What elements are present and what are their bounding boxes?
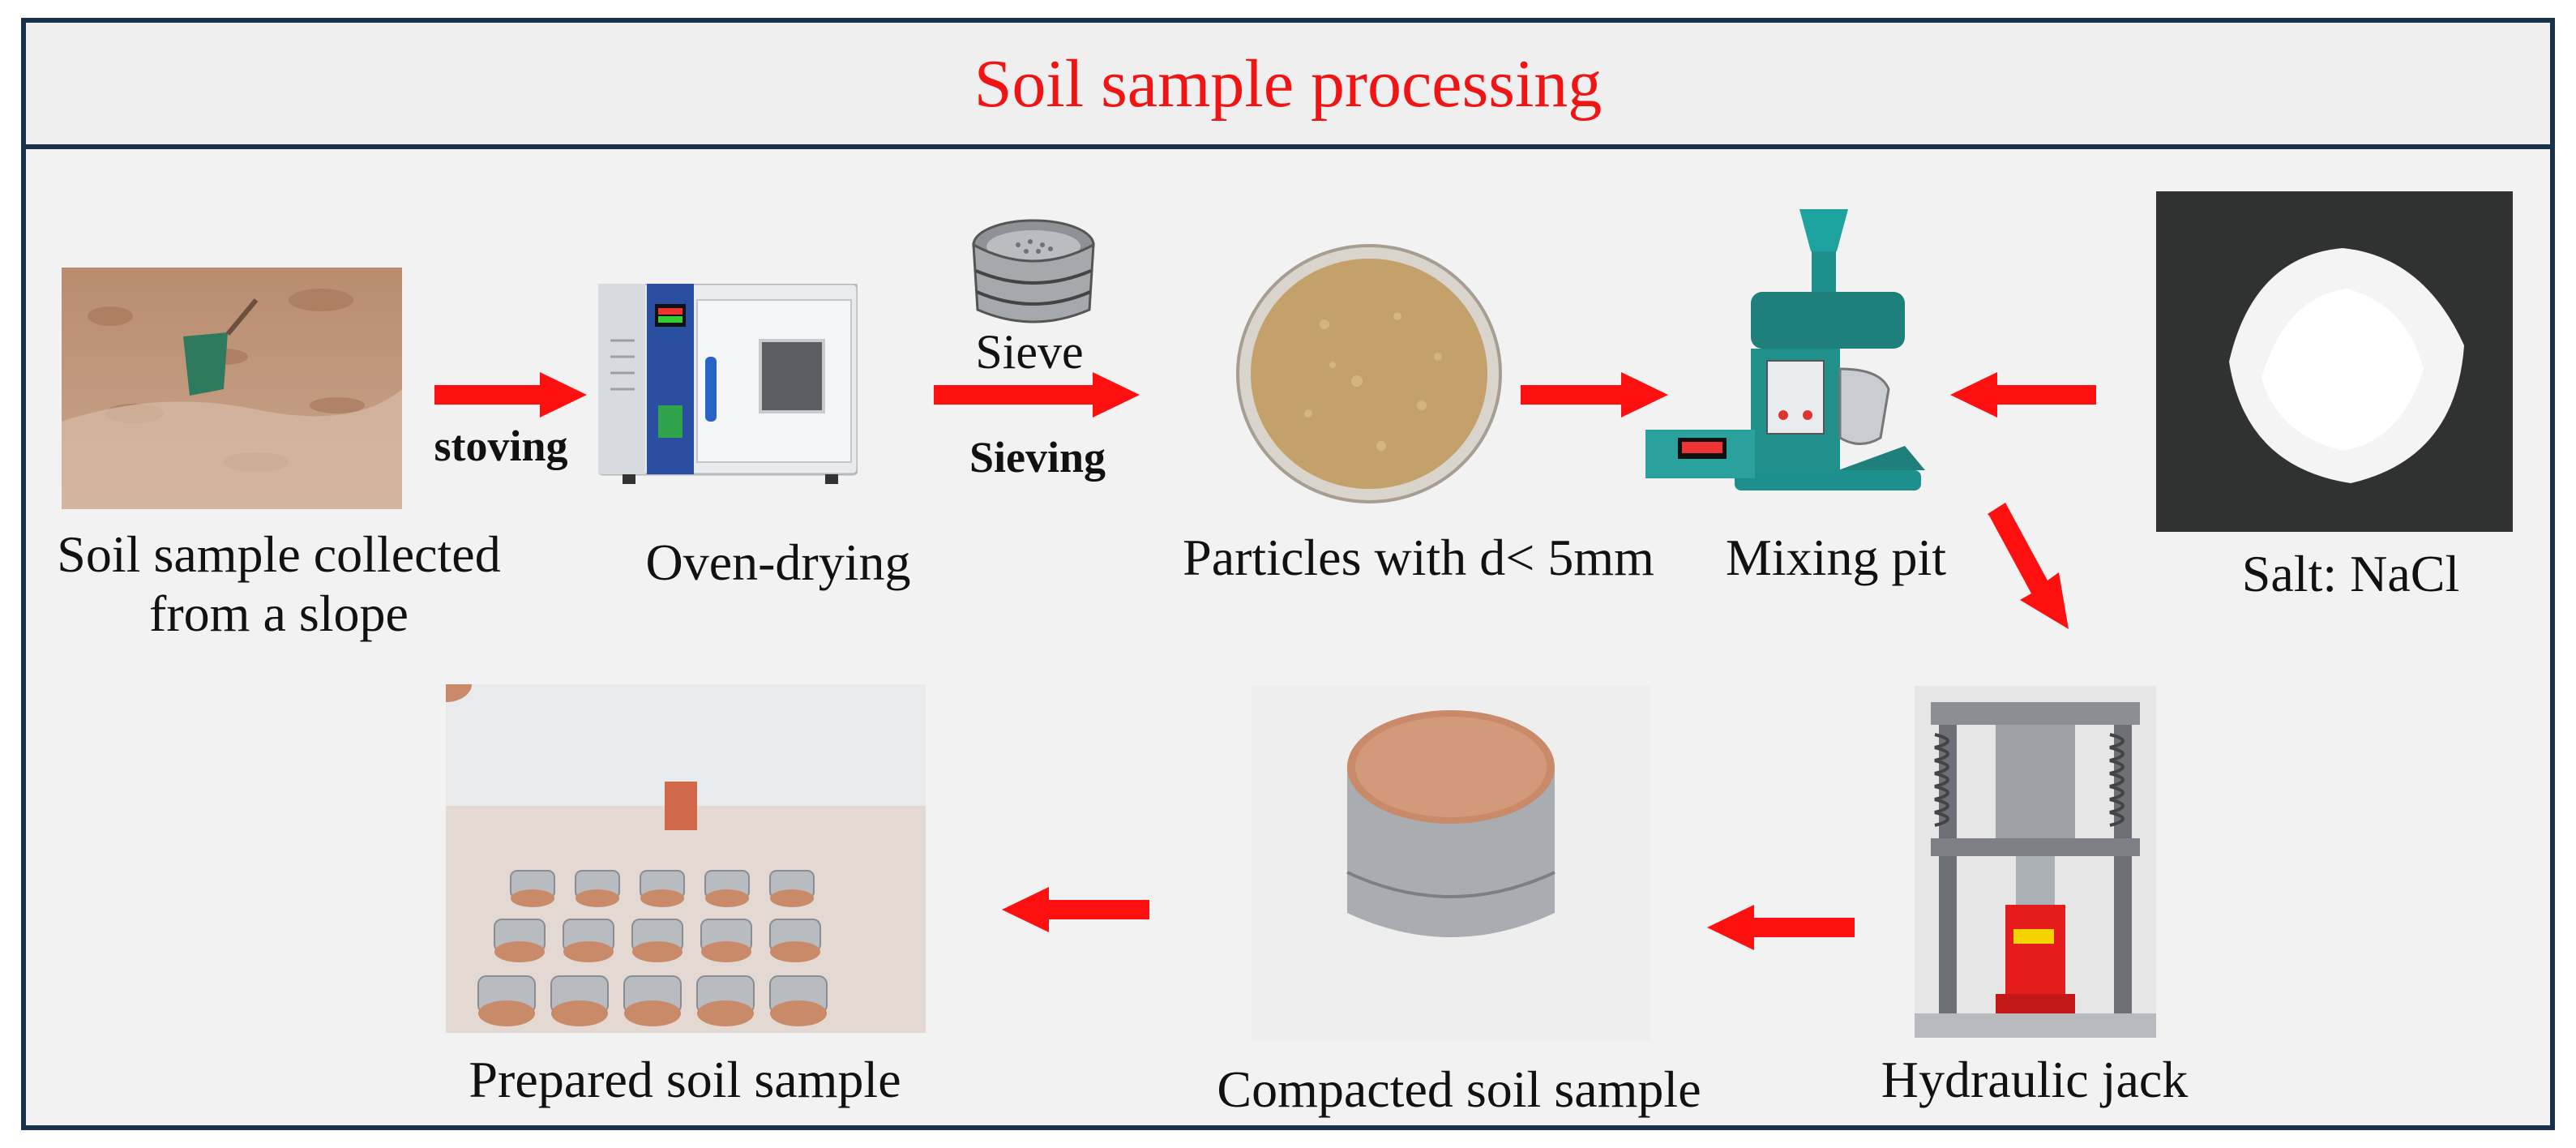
mixer-machine-photo bbox=[1645, 209, 1925, 490]
arrow-jack-to-compacted bbox=[1707, 905, 1855, 950]
label-prepared: Prepared soil sample bbox=[469, 1051, 901, 1108]
salt-pile-photo bbox=[2156, 191, 2513, 532]
label-hydraulic-jack: Hydraulic jack bbox=[1881, 1051, 2189, 1108]
drying-oven-photo bbox=[598, 284, 858, 484]
arrow-particles-to-mixer bbox=[1521, 372, 1668, 418]
label-oven-drying: Oven-drying bbox=[645, 533, 911, 591]
arrow-salt-to-mixer bbox=[1950, 372, 2096, 418]
sieve-stack-photo bbox=[972, 219, 1095, 323]
compacted-sample-photo bbox=[1252, 686, 1650, 1041]
arrow-soil-to-oven bbox=[434, 372, 587, 418]
arrow-compacted-to-prepared bbox=[1002, 887, 1149, 932]
label-sieve: Sieve bbox=[975, 325, 1084, 379]
arrow-mixer-to-jack bbox=[1988, 503, 2069, 629]
hydraulic-jack-press-photo bbox=[1915, 686, 2156, 1038]
label-mixing-pit: Mixing pit bbox=[1725, 529, 1947, 586]
label-sieving: Sieving bbox=[969, 433, 1106, 482]
soil-particles-dish-photo bbox=[1236, 244, 1502, 503]
label-salt: Salt: NaCl bbox=[2241, 545, 2460, 602]
prepared-samples-photo bbox=[446, 684, 926, 1033]
label-particles: Particles with d< 5mm bbox=[1183, 529, 1654, 586]
arrow-oven-to-particles bbox=[934, 372, 1140, 418]
diagram-title: Soil sample processing bbox=[973, 45, 1603, 122]
label-stoving: stoving bbox=[434, 422, 568, 470]
soil-slope-photo bbox=[62, 268, 402, 509]
title-bar: Soil sample processing bbox=[26, 23, 2550, 149]
label-compacted: Compacted soil sample bbox=[1217, 1060, 1701, 1118]
label-soil-collected: Soil sample collected from a slope bbox=[57, 525, 501, 642]
